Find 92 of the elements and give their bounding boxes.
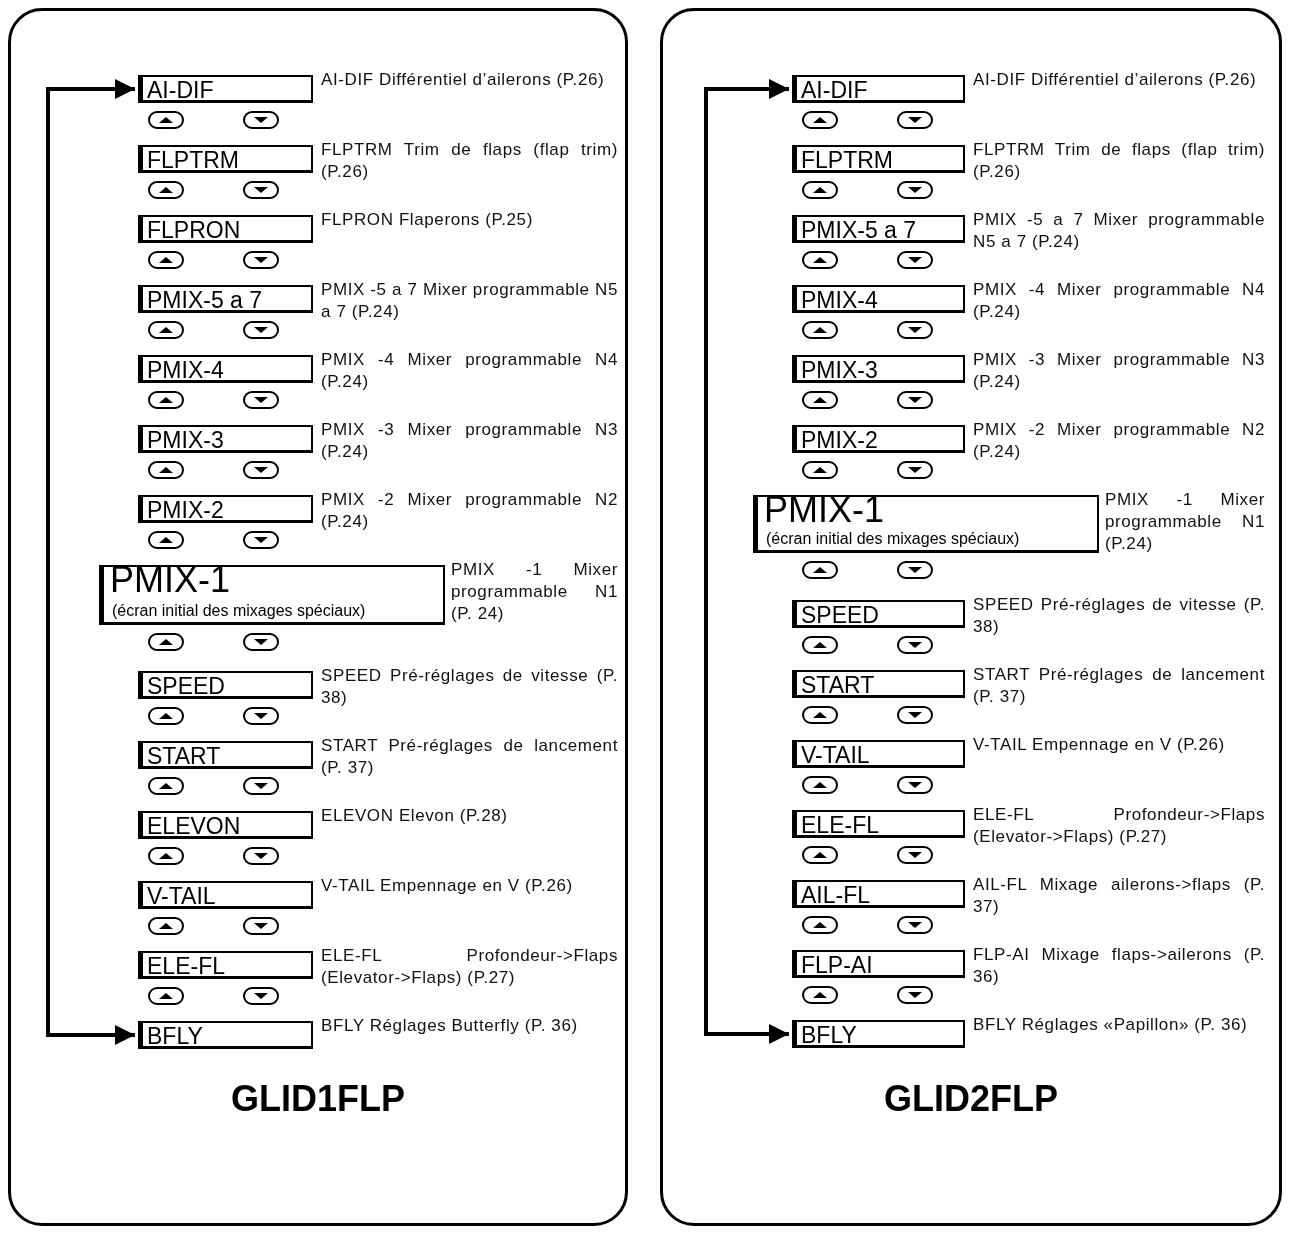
display-label: PMIX-4 [147,356,224,384]
lcd-display-box [792,355,965,383]
lcd-display-box [138,215,313,243]
description-text: START Pré-réglages de lancement (P. 37) [321,735,618,779]
lcd-display-box [138,951,313,979]
panel-title: GLID1FLP [231,1078,405,1120]
lcd-display-box [138,1021,313,1049]
description-text: V-TAIL Empennage en V (P.26) [321,875,574,897]
description-text: PMIX -5 a 7 Mixer programmable N5 a 7 (P.24) [321,279,618,323]
lcd-display-box [753,495,1099,553]
lcd-display-box [792,215,965,243]
lcd-display-box [138,495,313,523]
display-label: PMIX-5 a 7 [147,286,263,314]
lcd-display-box [138,741,313,769]
lcd-display-box [792,75,965,103]
description-text: ELEVON Elevon (P.28) [321,805,509,827]
display-label: PMIX-4 [801,286,878,314]
display-subtitle: (écran initial des mixages spéciaux) [766,530,1020,548]
display-label: SPEED [801,601,879,629]
description-text: PMIX -1 Mixer programmable N1 (P. 24) [451,559,618,625]
lcd-display-box [138,811,313,839]
description-text: SPEED Pré-réglages de vitesse (P. 38) [321,665,618,709]
display-label: FLP-AI [801,951,873,979]
display-label: PMIX-1 [764,493,885,527]
lcd-display-box [792,425,965,453]
display-label: V-TAIL [801,741,870,769]
lcd-display-box [138,355,313,383]
description-text: V-TAIL Empennage en V (P.26) [973,734,1226,756]
panel-frame [660,8,1282,1226]
description-text: START Pré-réglages de lancement (P. 37) [973,664,1265,708]
display-label: PMIX-1 [110,563,231,597]
description-text: ELE-FL Profondeur->Flaps (Elevator->Flaps) (P.27) [321,945,618,989]
display-label: ELE-FL [147,952,225,980]
display-label: PMIX-5 a 7 [801,216,917,244]
description-text: AIL-FL Mixage ailerons->flaps (P. 37) [973,874,1265,918]
lcd-display-box [138,285,313,313]
display-label: PMIX-3 [801,356,878,384]
lcd-display-box [792,950,965,978]
display-label: START [801,671,875,699]
display-label: PMIX-2 [801,426,878,454]
display-label: AI-DIF [147,76,214,104]
display-label: PMIX-2 [147,496,224,524]
lcd-display-box [138,145,313,173]
panel-frame [8,8,628,1226]
lcd-display-box [138,425,313,453]
description-text: AI-DIF Différentiel d’ailerons (P.26) [973,69,1258,91]
description-text: BFLY Réglages «Papillon» (P. 36) [973,1014,1249,1036]
display-label: AIL-FL [801,881,871,909]
lcd-display-box [99,565,445,625]
display-label: ELE-FL [801,811,879,839]
description-text: PMIX -5 a 7 Mixer programmable N5 a 7 (P.24) [973,209,1265,253]
description-text: PMIX -4 Mixer programmable N4 (P.24) [973,279,1265,323]
description-text: SPEED Pré-réglages de vitesse (P. 38) [973,594,1265,638]
lcd-display-box [792,145,965,173]
description-text: PMIX -3 Mixer programmable N3 (P.24) [973,349,1265,393]
description-text: PMIX -1 Mixer programmable N1 (P.24) [1105,489,1265,555]
description-text: BFLY Réglages Butterfly (P. 36) [321,1015,579,1037]
display-label: PMIX-3 [147,426,224,454]
lcd-display-box [792,285,965,313]
description-text: FLPTRM Trim de flaps (flap trim) (P.26) [321,139,618,183]
lcd-display-box [792,880,965,908]
loop-arrow [46,79,135,1045]
description-text: FLPRON Flaperons (P.25) [321,209,534,231]
display-label: AI-DIF [801,76,868,104]
loop-arrow [704,79,789,1044]
lcd-display-box [792,670,965,698]
description-text: ELE-FL Profondeur->Flaps (Elevator->Flaps) (P.27) [973,804,1265,848]
description-text: PMIX -4 Mixer programmable N4 (P.24) [321,349,618,393]
lcd-display-box [138,881,313,909]
lcd-display-box [792,740,965,768]
display-label: BFLY [147,1022,203,1050]
display-label: ELEVON [147,812,241,840]
description-text: FLP-AI Mixage flaps->ailerons (P. 36) [973,944,1265,988]
display-label: FLPTRM [147,146,239,174]
display-label: SPEED [147,672,225,700]
display-subtitle: (écran initial des mixages spéciaux) [112,602,366,620]
display-label: FLPRON [147,216,241,244]
lcd-display-box [792,810,965,838]
description-text: PMIX -2 Mixer programmable N2 (P.24) [321,489,618,533]
description-text: FLPTRM Trim de flaps (flap trim) (P.26) [973,139,1265,183]
display-label: BFLY [801,1021,857,1049]
display-label: FLPTRM [801,146,893,174]
display-label: START [147,742,221,770]
description-text: PMIX -3 Mixer programmable N3 (P.24) [321,419,618,463]
description-text: PMIX -2 Mixer programmable N2 (P.24) [973,419,1265,463]
panel-title: GLID2FLP [884,1078,1058,1120]
lcd-display-box [138,75,313,103]
description-text: AI-DIF Différentiel d’ailerons (P.26) [321,69,606,91]
lcd-display-box [792,1020,965,1048]
lcd-display-box [138,671,313,699]
display-label: V-TAIL [147,882,216,910]
lcd-display-box [792,600,965,628]
